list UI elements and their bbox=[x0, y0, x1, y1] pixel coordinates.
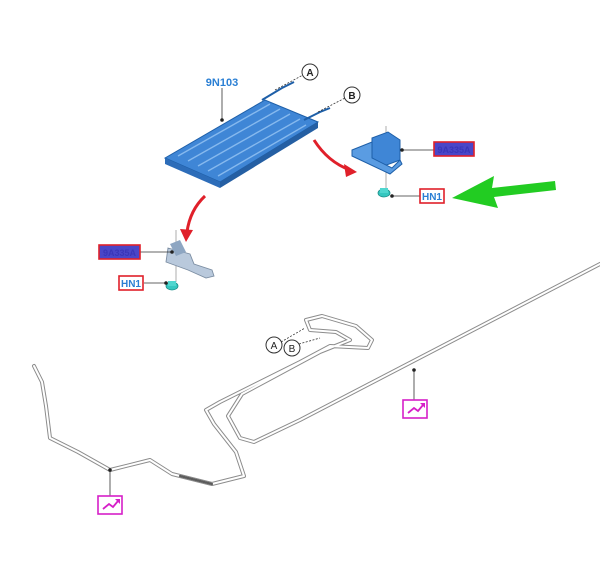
callout-b-circle[interactable] bbox=[343, 86, 361, 104]
bracket-right-9a335a[interactable] bbox=[351, 126, 403, 188]
bracket-label-left: 9A335A bbox=[103, 248, 137, 258]
callout-a-lower-text: A bbox=[271, 341, 278, 352]
callout-a-circle[interactable] bbox=[301, 63, 319, 81]
leader-dot-bracket-left bbox=[170, 250, 174, 254]
fastener-label-right: HN1 bbox=[422, 192, 442, 203]
bracket-label-right-box[interactable] bbox=[433, 141, 475, 157]
leader-dot-clip-left bbox=[108, 468, 112, 472]
coolant-tube-assembly[interactable] bbox=[32, 262, 600, 486]
callout-b-lower-circle[interactable] bbox=[283, 339, 301, 357]
leader-callout-a bbox=[274, 74, 304, 91]
callout-a-lower-circle[interactable] bbox=[265, 336, 283, 354]
callout-b-text: B bbox=[348, 91, 355, 102]
red-arrow-left bbox=[185, 194, 207, 233]
callout-a-text: A bbox=[306, 68, 313, 79]
bracket-left-9a335a[interactable] bbox=[165, 230, 215, 282]
fastener-left-hn1[interactable] bbox=[165, 281, 179, 291]
bracket-label-left-box[interactable] bbox=[98, 244, 141, 260]
part-label-9n103[interactable]: 9N103 bbox=[206, 77, 238, 89]
red-arrowhead-left bbox=[180, 229, 193, 242]
callout-b-lower-text: B bbox=[289, 344, 296, 355]
bracket-label-right: 9A335A bbox=[437, 145, 471, 155]
leader-dot-fastener-right bbox=[390, 194, 394, 198]
fastener-label-left-box[interactable] bbox=[118, 275, 144, 291]
clip-marker-left-icon[interactable] bbox=[97, 495, 123, 515]
leader-dot-clip-right bbox=[412, 368, 416, 372]
red-arrowhead-right bbox=[344, 164, 357, 177]
leader-callout-b bbox=[317, 97, 346, 113]
cooler-plate-9n103[interactable] bbox=[163, 81, 331, 188]
leader-callout-a-lower bbox=[280, 327, 306, 343]
fastener-label-left: HN1 bbox=[121, 279, 141, 290]
leader-callout-b-lower bbox=[298, 337, 321, 345]
leader-dot-bracket-right bbox=[400, 148, 404, 152]
green-arrow-indicator bbox=[452, 176, 556, 208]
clip-marker-right-icon[interactable] bbox=[402, 399, 428, 419]
fastener-right-hn1[interactable] bbox=[377, 188, 391, 198]
leader-dot-9n103 bbox=[220, 118, 224, 122]
leader-dot-fastener-left bbox=[164, 281, 168, 285]
fastener-label-right-box[interactable] bbox=[419, 188, 445, 204]
